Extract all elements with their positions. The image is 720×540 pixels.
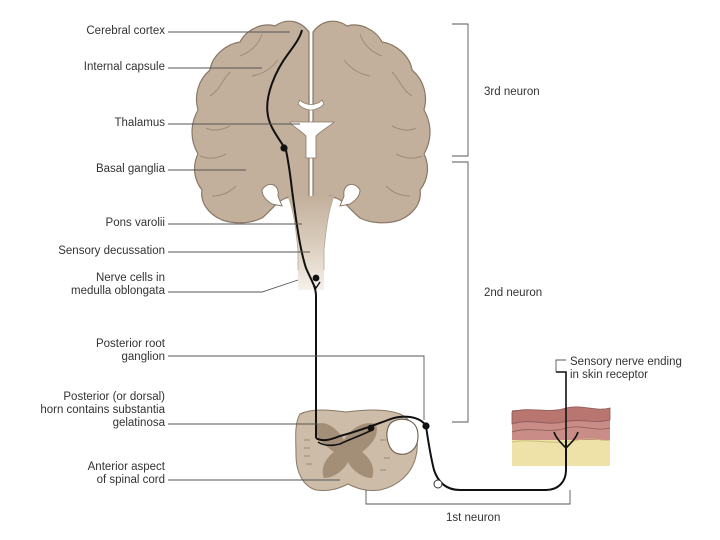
brainstem-edge-left bbox=[287, 195, 299, 270]
label-cerebral-cortex: Cerebral cortex bbox=[86, 25, 165, 37]
label-1st-neuron: 1st neuron bbox=[446, 512, 501, 524]
spinal-cord-section bbox=[295, 409, 419, 491]
ganglion-cell-body bbox=[422, 422, 430, 430]
skin-receptor-block bbox=[511, 406, 611, 466]
brainstem-edge-right bbox=[323, 195, 335, 270]
label-posterior-root-line2: ganglion bbox=[121, 351, 165, 363]
bracket-3rd-neuron bbox=[452, 23, 469, 157]
label-nerve-cells-line1: Nerve cells in bbox=[95, 272, 165, 284]
label-basal-ganglia: Basal ganglia bbox=[95, 163, 165, 175]
label-2nd-neuron: 2nd neuron bbox=[484, 287, 543, 299]
label-posterior-horn-line3: gelatinosa bbox=[112, 417, 165, 429]
brain bbox=[191, 20, 431, 224]
brainstem bbox=[288, 196, 334, 290]
leader-posterior-root bbox=[168, 355, 425, 420]
decussation-mark bbox=[311, 281, 321, 290]
label-anterior-aspect-line2: of spinal cord bbox=[96, 474, 165, 486]
label-thalamus: Thalamus bbox=[114, 117, 166, 129]
label-anterior-aspect-line1: Anterior aspect bbox=[87, 461, 165, 473]
skin-surface bbox=[511, 406, 611, 425]
label-pons-varolii: Pons varolii bbox=[105, 217, 165, 229]
label-posterior-horn-line1: Posterior (or dorsal) bbox=[63, 391, 165, 403]
grey-matter bbox=[315, 423, 377, 478]
receptor-branches bbox=[553, 371, 579, 449]
label-3rd-neuron: 3rd neuron bbox=[484, 86, 540, 98]
sulci-left bbox=[199, 33, 279, 197]
ventricle bbox=[289, 121, 335, 159]
label-posterior-root-line1: Posterior root bbox=[95, 338, 165, 350]
neuron-brackets bbox=[365, 23, 571, 505]
posterior-horn-cell-body bbox=[367, 424, 375, 432]
label-sensory-ending-line1: Sensory nerve ending bbox=[570, 356, 682, 368]
second-neuron-branch bbox=[317, 429, 373, 447]
leader-sensory-ending bbox=[555, 359, 566, 372]
sulci-right bbox=[343, 33, 423, 197]
bracket-2nd-neuron bbox=[452, 161, 469, 423]
bracket-1st-neuron bbox=[365, 490, 571, 505]
label-sensory-decussation: Sensory decussation bbox=[58, 245, 165, 257]
dorsal-root-ganglion-outline bbox=[386, 418, 419, 455]
spinal-cord-hatching bbox=[304, 439, 390, 471]
label-internal-capsule: Internal capsule bbox=[83, 61, 165, 73]
temporal-notch-right bbox=[339, 183, 361, 207]
right-hemisphere bbox=[312, 20, 431, 224]
temporal-notch-left bbox=[261, 183, 283, 207]
leader-nerve-cells bbox=[168, 279, 299, 293]
ganglion-marker bbox=[433, 479, 443, 489]
label-nerve-cells-line2: medulla oblongata bbox=[71, 285, 165, 297]
thalamus-cell-body bbox=[280, 144, 288, 152]
skin-subcutaneous bbox=[512, 440, 610, 466]
label-sensory-ending-line2: in skin receptor bbox=[570, 369, 648, 381]
leader-lines bbox=[168, 31, 566, 481]
label-posterior-horn-line2: horn contains substantia bbox=[40, 404, 165, 416]
ventricle-top bbox=[297, 99, 325, 111]
third-neuron-path bbox=[266, 29, 303, 151]
skin-fat-edge bbox=[511, 438, 611, 443]
medulla-cell-body bbox=[312, 274, 320, 282]
left-hemisphere bbox=[191, 20, 310, 224]
